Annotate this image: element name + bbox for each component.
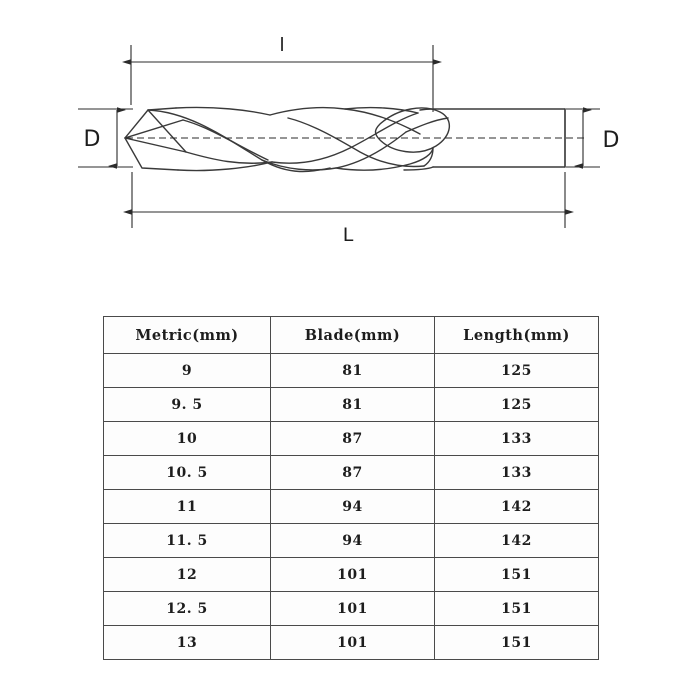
flute-helix-a3	[185, 151, 273, 164]
table-row: 13 101 151	[103, 625, 599, 660]
flute-helix-b3	[271, 112, 419, 164]
cell-length: 151	[434, 625, 599, 660]
table-row: 11 94 142	[103, 489, 599, 524]
cell-metric: 10. 5	[103, 455, 271, 490]
cutting-lip	[124, 137, 187, 153]
body-top-to-shank	[419, 108, 434, 111]
table-row: 10 87 133	[103, 421, 599, 456]
cell-metric: 12. 5	[103, 591, 271, 626]
chisel-edge-upper	[124, 119, 184, 139]
land-top-seg1	[175, 106, 271, 116]
cell-length: 125	[434, 353, 599, 388]
table-row: 12. 5 101 151	[103, 591, 599, 626]
cell-blade: 101	[270, 591, 435, 626]
cell-blade: 101	[270, 557, 435, 592]
cell-length: 142	[434, 523, 599, 558]
cell-blade: 81	[270, 353, 435, 388]
specification-table-container: Metric(mm) Blade(mm) Length(mm) 9 81 125…	[103, 316, 599, 660]
cell-length: 133	[434, 421, 599, 456]
table-row: 11. 5 94 142	[103, 523, 599, 558]
cell-metric: 13	[103, 625, 271, 660]
cell-metric: 12	[103, 557, 271, 592]
table-header-row: Metric(mm) Blade(mm) Length(mm)	[103, 316, 599, 354]
cell-length: 151	[434, 591, 599, 626]
dimension-label-D-right: D	[603, 128, 620, 153]
drill-bit-body	[124, 106, 566, 173]
body-bottom-to-shank	[403, 166, 434, 171]
cell-blade: 94	[270, 489, 435, 524]
cell-length: 125	[434, 387, 599, 422]
land-bottom-seg1	[177, 161, 273, 172]
table-row: 12 101 151	[103, 557, 599, 592]
cell-length: 133	[434, 455, 599, 490]
flute-helix-c3	[335, 147, 434, 171]
cell-length: 142	[434, 489, 599, 524]
dimension-label-L: L	[343, 224, 354, 246]
cell-blade: 94	[270, 523, 435, 558]
flute-helix-b4	[287, 117, 425, 168]
cell-metric: 10	[103, 421, 271, 456]
cell-metric: 11. 5	[103, 523, 271, 558]
column-header-length: Length(mm)	[434, 316, 599, 354]
cell-blade: 101	[270, 625, 435, 660]
dimension-diameter-right	[566, 107, 600, 169]
dimension-label-D-left: D	[84, 127, 101, 152]
cell-metric: 11	[103, 489, 271, 524]
specification-table: Metric(mm) Blade(mm) Length(mm) 9 81 125…	[103, 316, 599, 660]
dimension-label-l: l	[279, 34, 284, 56]
flute-helix-c2	[405, 117, 449, 133]
cell-blade: 87	[270, 421, 435, 456]
dimension-overall-length	[123, 172, 574, 228]
drill-bit-technical-drawing: l L D D	[0, 0, 700, 280]
dimension-diameter-left	[78, 107, 133, 169]
table-row: 9 81 125	[103, 353, 599, 388]
cell-blade: 81	[270, 387, 435, 422]
table-row: 10. 5 87 133	[103, 455, 599, 490]
flute-runout-teardrop	[374, 107, 450, 153]
flute-helix-c1	[344, 106, 419, 114]
cell-blade: 87	[270, 455, 435, 490]
flute-helix-a1	[147, 109, 331, 173]
cell-metric: 9	[103, 353, 271, 388]
column-header-blade: Blade(mm)	[270, 316, 435, 354]
column-header-metric: Metric(mm)	[103, 316, 271, 354]
cell-metric: 9. 5	[103, 387, 271, 422]
tip-lower-flank	[124, 137, 179, 171]
flute-helix-b1	[269, 106, 421, 135]
cell-length: 151	[434, 557, 599, 592]
table-row: 9. 5 81 125	[103, 387, 599, 422]
dimension-flute-length	[122, 45, 442, 105]
tip-facet-edge	[147, 109, 187, 153]
flute-runout-lower-edge	[423, 147, 434, 167]
